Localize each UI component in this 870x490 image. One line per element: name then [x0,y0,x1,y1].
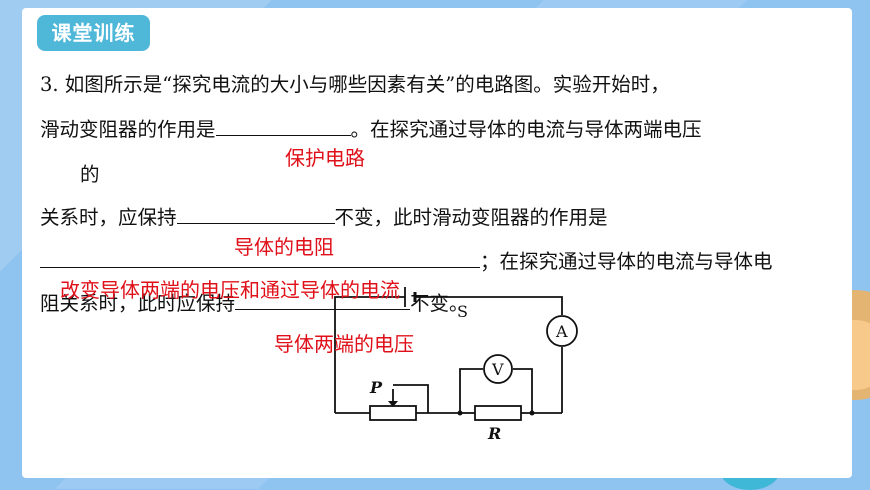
question-line-4: 关系时，应保持 不变，此时滑动变阻器的作用是 [40,201,608,230]
question-text: 关系时，应保持 [40,206,177,229]
voltmeter-wire-right [513,368,533,413]
question-line-6: 阻关系时，此时应保持 不变。 [40,287,469,316]
section-tag: 课堂训练 [37,15,150,51]
rheostat [369,405,417,421]
question-line-2: 滑动变阻器的作用是 。在探究通过导体的电流与导体两端电压 [40,113,702,142]
voltmeter-label: V [491,360,504,379]
voltmeter [483,354,513,384]
junction-dot [457,410,463,416]
question-text: 阻关系时，此时应保持 [40,292,236,315]
answer-1: 保护电路 [285,146,365,170]
resistor-label: R [487,424,501,443]
slider-arrow [388,401,398,407]
question-text: 。在探究通过导体的电流与导体两端电压 [350,118,702,141]
question-text: 滑动变阻器的作用是 [40,118,216,141]
resistor [474,405,522,421]
answer-2: 导体的电阻 [234,235,334,259]
ammeter [546,315,578,347]
rheostat-wire [393,384,429,413]
question-line-1: 3. 如图所示是“探究电流的大小与哪些因素有关”的电路图。实验开始时， [40,73,670,96]
question-text: ；在探究通过导体的电流与导体电 [480,250,773,273]
answer-3: 改变导体两端的电压和通过导体的电流 [60,278,400,302]
question-text: 不变。 [410,292,469,315]
circuit-diagram: S A V P R [334,287,578,443]
ammeter-label: A [555,322,568,341]
question-line-3: 的 [80,163,100,186]
answer-4: 导体两端的电压 [274,332,414,356]
blank-1 [215,115,351,136]
content-panel [22,8,852,478]
question-line-5: ；在探究通过导体的电流与导体电 [40,245,773,274]
blank-3 [40,247,480,268]
switch-label: S [457,302,468,321]
wire-top [415,296,563,315]
voltmeter-wire-left [459,368,483,413]
blank-2 [176,203,335,224]
slider-label: P [369,378,383,397]
junction-dot [529,410,535,416]
wire-left [334,296,405,413]
blank-4 [235,289,411,310]
question-text: 不变，此时滑动变阻器的作用是 [334,206,608,229]
